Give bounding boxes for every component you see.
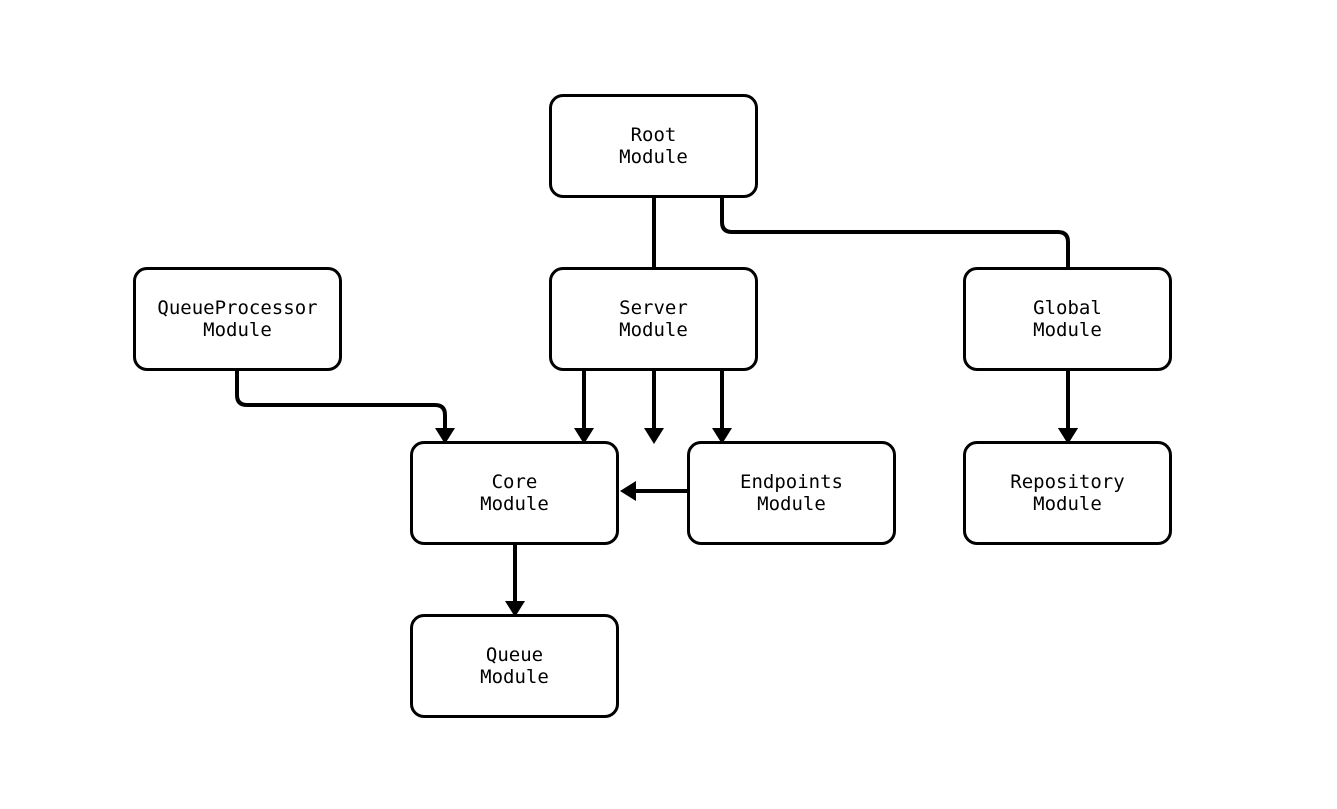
edge-global-to-repository <box>1058 371 1078 444</box>
edge-endpoints-to-core <box>620 481 687 501</box>
edge-queueprocessor-to-core <box>235 371 455 444</box>
edge-server-to-endpoints <box>712 371 732 444</box>
edge-server-to-core <box>574 371 594 444</box>
edge-core-to-queue <box>505 545 525 617</box>
